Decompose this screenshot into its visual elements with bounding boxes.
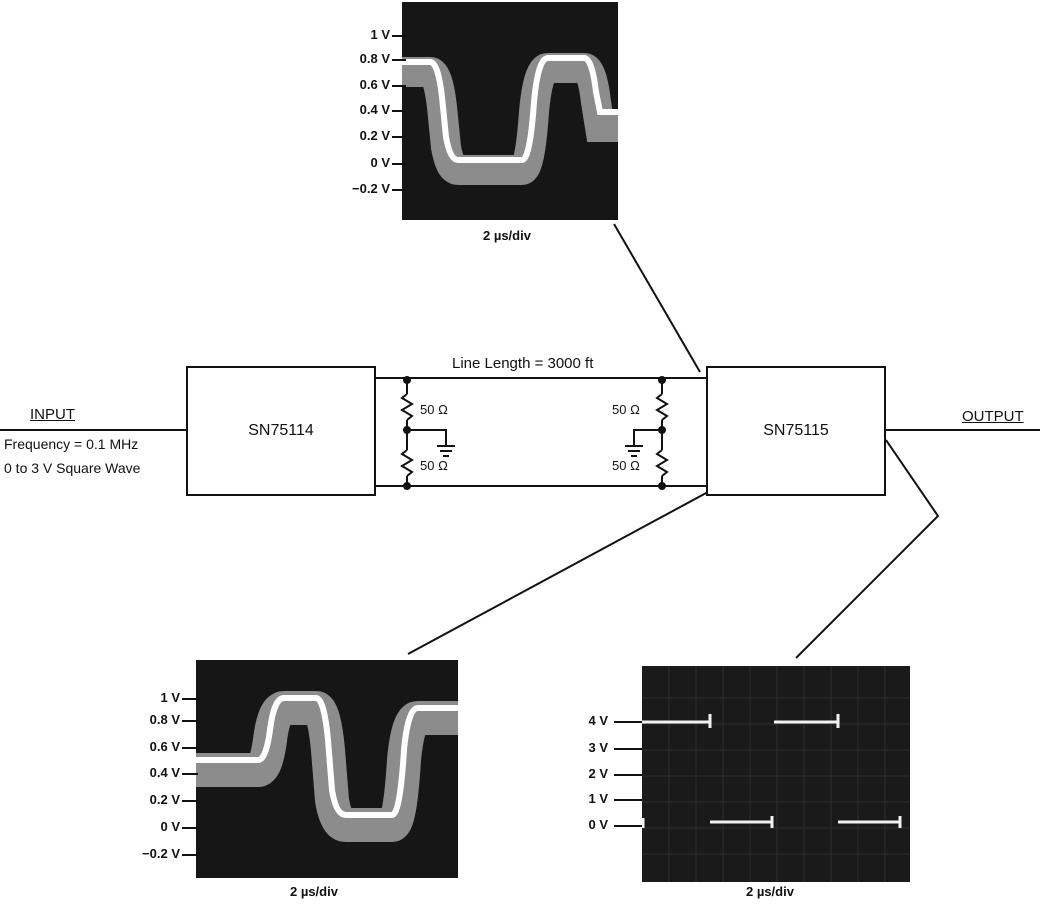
- node-dot: [658, 482, 666, 490]
- tick-dashes-bottom-right: [614, 721, 642, 827]
- y-tick-label: 0.2 V: [359, 128, 390, 143]
- y-tick-label: 4 V: [588, 713, 608, 728]
- scope-trace-bottom-left: [196, 691, 458, 842]
- y-tick-label: 0 V: [370, 155, 390, 170]
- input-frequency: Frequency = 0.1 MHz: [4, 436, 139, 452]
- scope-bottom-left-timebase: 2 µs/div: [290, 884, 338, 899]
- resistor-right-bottom: [655, 449, 669, 477]
- y-tick-label: 1 V: [370, 27, 390, 42]
- oscilloscope-top: [402, 2, 618, 220]
- input-waveform: 0 to 3 V Square Wave: [4, 460, 141, 476]
- scope-top-timebase: 2 µs/div: [483, 228, 531, 243]
- receiver-label: SN75115: [763, 422, 829, 439]
- scope-bottom-right-timebase: 2 µs/div: [746, 884, 794, 899]
- scope-trace-top: [402, 53, 618, 185]
- y-tick-label: 0.4 V: [149, 765, 180, 780]
- y-tick-label: 0.6 V: [149, 739, 180, 754]
- callout-leader-bottom-left: [407, 491, 709, 655]
- node-dot: [403, 482, 411, 490]
- oscilloscope-bottom-right: [642, 666, 910, 882]
- y-tick-label: 1 V: [588, 791, 608, 806]
- y-tick-label: 0 V: [588, 817, 608, 832]
- scope-trace-bottom-right: [642, 666, 910, 882]
- input-label: INPUT: [30, 406, 75, 423]
- resistor-left-top: [400, 393, 414, 421]
- y-tick-label: 0.6 V: [359, 77, 390, 92]
- y-tick-label: 0.8 V: [149, 712, 180, 727]
- resistor-label: 50 Ω: [612, 458, 640, 473]
- y-tick-label: 0.4 V: [359, 102, 390, 117]
- tick-dashes-bottom-left: [182, 698, 198, 856]
- y-tick-label: 2 V: [588, 766, 608, 781]
- node-dot: [403, 376, 411, 384]
- resistor-right-top: [655, 393, 669, 421]
- resistor-label: 50 Ω: [420, 458, 448, 473]
- callout-leader-top: [613, 223, 701, 373]
- line-length-label: Line Length = 3000 ft: [452, 355, 594, 372]
- tick-dashes-top: [392, 35, 406, 191]
- receiver-block: SN75115: [706, 366, 886, 496]
- resistor-label: 50 Ω: [420, 402, 448, 417]
- y-tick-label: −0.2 V: [352, 181, 390, 196]
- resistor-label: 50 Ω: [612, 402, 640, 417]
- driver-block: SN75114: [186, 366, 376, 496]
- y-tick-label: 0.2 V: [149, 792, 180, 807]
- y-tick-label: −0.2 V: [142, 846, 180, 861]
- ground-symbol-right-icon: [625, 445, 643, 457]
- oscilloscope-bottom-left: [196, 660, 458, 878]
- driver-label: SN75114: [248, 422, 314, 439]
- output-label: OUTPUT: [962, 408, 1024, 425]
- y-tick-label: 0.8 V: [359, 51, 390, 66]
- y-tick-label: 0 V: [160, 819, 180, 834]
- ground-symbol-left-icon: [437, 445, 455, 457]
- y-tick-label: 3 V: [588, 740, 608, 755]
- callout-leader-bottom-right: [795, 439, 940, 659]
- y-tick-label: 1 V: [160, 690, 180, 705]
- resistor-left-bottom: [400, 449, 414, 477]
- node-dot: [658, 376, 666, 384]
